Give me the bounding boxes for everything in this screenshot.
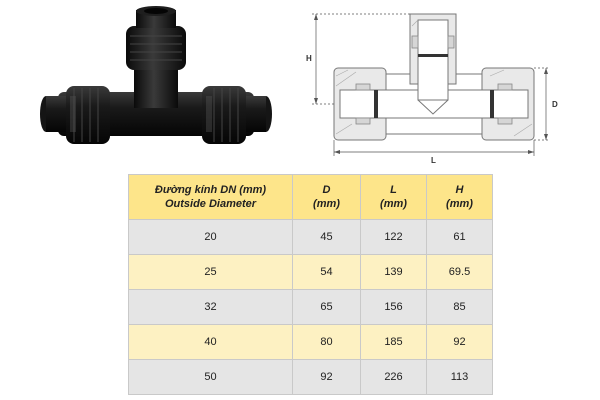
table-row: 25 54 139 69.5 <box>128 254 493 290</box>
cell-h: 69.5 <box>426 254 493 290</box>
header-d: D (mm) <box>292 174 361 220</box>
table-row: 50 92 226 113 <box>128 359 493 395</box>
cell-d: 65 <box>292 289 361 325</box>
cell-dn: 20 <box>128 219 293 255</box>
cell-dn: 50 <box>128 359 293 395</box>
cell-l: 185 <box>360 324 427 360</box>
cell-l: 139 <box>360 254 427 290</box>
cell-l: 226 <box>360 359 427 395</box>
cell-dn: 25 <box>128 254 293 290</box>
cell-h: 61 <box>426 219 493 255</box>
cell-d: 80 <box>292 324 361 360</box>
cell-l: 122 <box>360 219 427 255</box>
cell-h: 85 <box>426 289 493 325</box>
cell-dn: 32 <box>128 289 293 325</box>
tee-fitting-photo <box>40 6 272 144</box>
dimension-spec-table: Đường kính DN (mm) Outside Diameter D (m… <box>128 174 493 395</box>
dim-label-d: D <box>552 100 558 109</box>
header-outside-diameter: Đường kính DN (mm) Outside Diameter <box>128 174 293 220</box>
cell-l: 156 <box>360 289 427 325</box>
cell-h: 92 <box>426 324 493 360</box>
cell-d: 45 <box>292 219 361 255</box>
tee-cross-section-drawing: H L D <box>306 13 558 165</box>
table-row: 32 65 156 85 <box>128 289 493 325</box>
dim-label-l: L <box>431 156 436 165</box>
header-h: H (mm) <box>426 174 493 220</box>
table-header-row: Đường kính DN (mm) Outside Diameter D (m… <box>128 174 493 220</box>
cell-d: 54 <box>292 254 361 290</box>
table-row: 40 80 185 92 <box>128 324 493 360</box>
header-l: L (mm) <box>360 174 427 220</box>
dim-label-h: H <box>306 54 312 63</box>
cell-dn: 40 <box>128 324 293 360</box>
table-row: 20 45 122 61 <box>128 219 493 255</box>
cell-d: 92 <box>292 359 361 395</box>
cell-h: 113 <box>426 359 493 395</box>
